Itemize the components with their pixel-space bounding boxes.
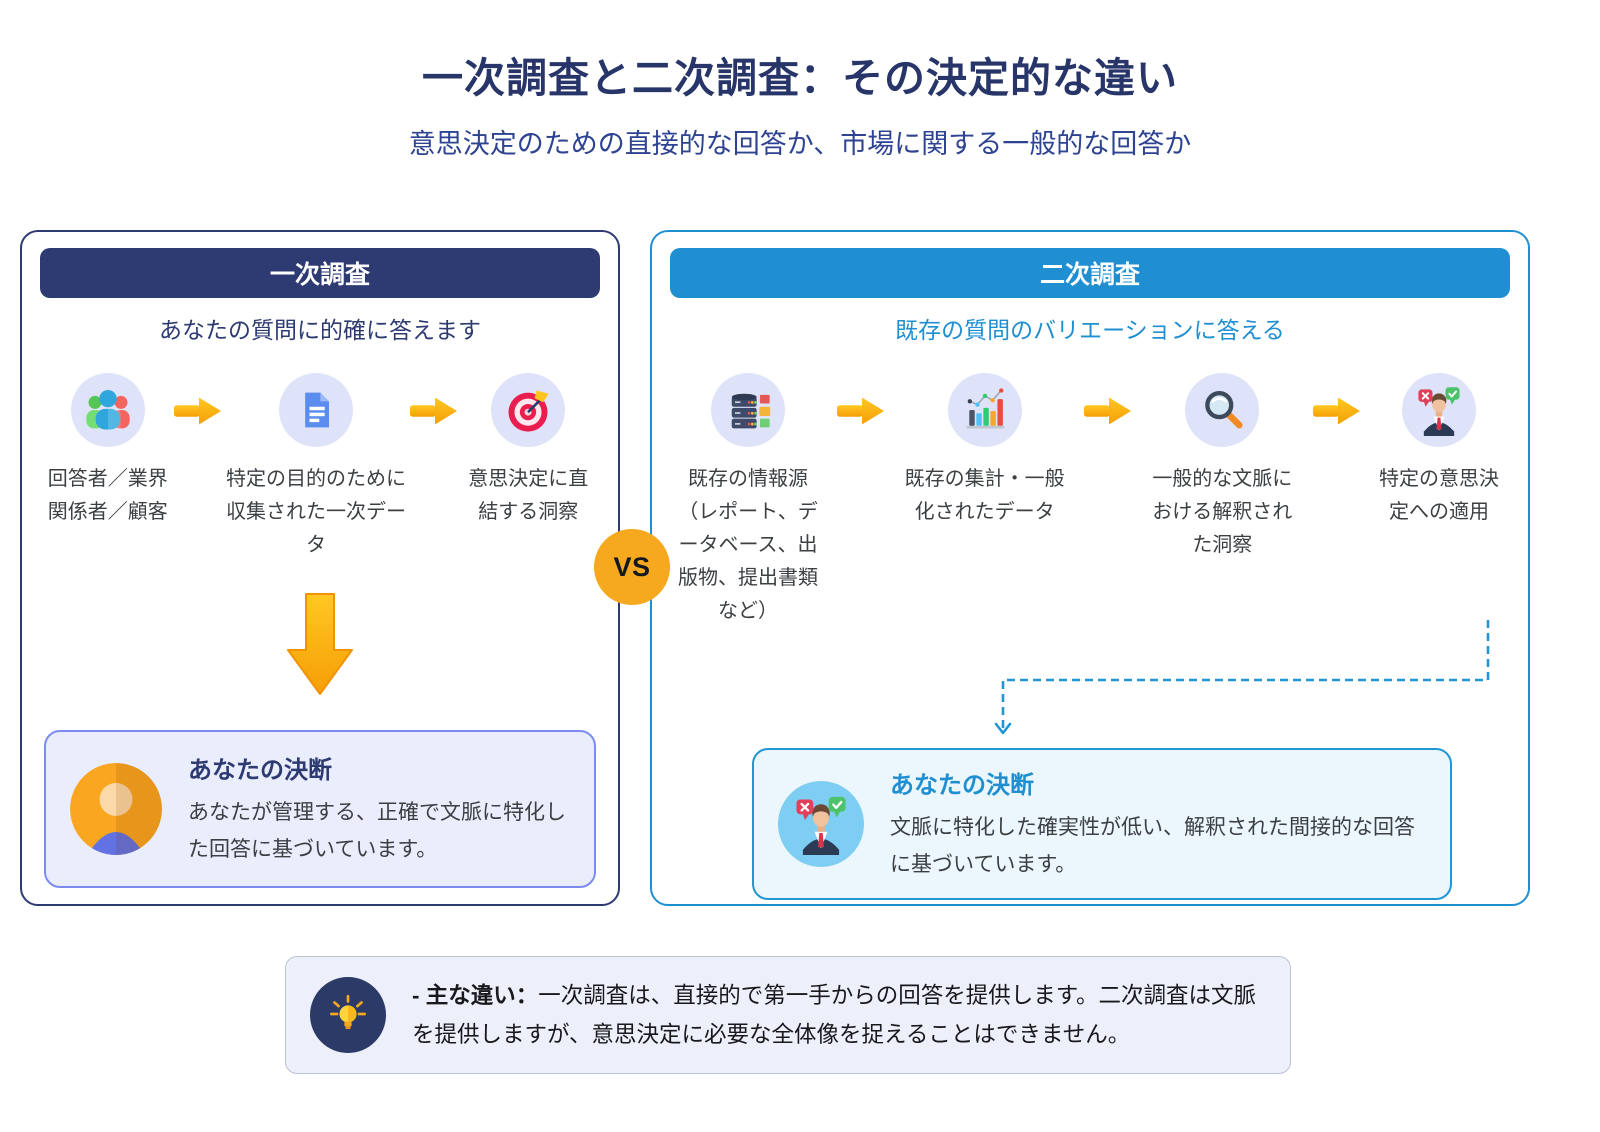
- primary-flow: 回答者／業界関係者／顧客 特定の目的のために収集された一次データ: [42, 373, 598, 562]
- primary-panel-header: 一次調査: [40, 248, 600, 298]
- primary-step-respondents: 回答者／業界関係者／顧客: [42, 373, 173, 529]
- lightbulb-icon: [310, 977, 386, 1053]
- step-label: 特定の目的のために収集された一次データ: [226, 468, 407, 556]
- right-arrow-icon: [1083, 397, 1132, 425]
- step-label: 既存の情報源（レポート、データベース、出版物、提出書類など）: [678, 468, 818, 622]
- database-icon: [711, 373, 785, 447]
- secondary-tagline: 既存の質問のバリエーションに答える: [895, 317, 1285, 343]
- decision-title: あなたの決断: [188, 756, 332, 784]
- bar-chart-icon: [947, 373, 1022, 447]
- primary-research-panel: 一次調査 あなたの質問に的確に答えます 回答者／業界関係者／顧客: [20, 230, 620, 906]
- key-difference-text: - 主な違い：一次調査は、直接的で第一手からの回答を提供します。二次調査は文脈を…: [412, 976, 1256, 1055]
- page-title: 一次調査と二次調査：その決定的な違い: [422, 55, 1178, 101]
- secondary-step-interpreted: 一般的な文脈における解釈された洞察: [1147, 373, 1297, 562]
- magnifier-icon: [1185, 373, 1260, 447]
- secondary-step-aggregated: 既存の集計・一般化されたデータ: [901, 373, 1069, 529]
- secondary-step-sources: 既存の情報源（レポート、データベース、出版物、提出書類など）: [674, 373, 822, 628]
- secondary-decision-box: あなたの決断 文脈に特化した確実性が低い、解釈された間接的な回答に基づいています…: [752, 748, 1452, 900]
- vs-badge: VS: [594, 529, 670, 605]
- key-difference-box: - 主な違い：一次調査は、直接的で第一手からの回答を提供します。二次調査は文脈を…: [285, 956, 1291, 1074]
- right-arrow-icon: [409, 397, 457, 425]
- decision-body: 文脈に特化した確実性が低い、解釈された間接的な回答に基づいています。: [890, 815, 1415, 876]
- right-arrow-icon: [174, 397, 222, 425]
- key-difference-body: 一次調査は、直接的で第一手からの回答を提供します。二次調査は文脈を提供しますが、…: [412, 982, 1257, 1047]
- step-label: 意思決定に直結する洞察: [468, 468, 589, 523]
- right-arrow-icon: [1312, 397, 1360, 425]
- dashed-connector-arrow: [994, 620, 1490, 735]
- primary-step-data: 特定の目的のために収集された一次データ: [223, 373, 408, 562]
- primary-tagline: あなたの質問に的確に答えます: [159, 317, 481, 343]
- primary-step-insight: 意思決定に直結する洞察: [459, 373, 598, 529]
- key-difference-label: - 主な違い：: [412, 982, 539, 1008]
- secondary-research-panel: 二次調査 既存の質問のバリエーションに答える: [650, 230, 1530, 906]
- step-label: 既存の集計・一般化されたデータ: [904, 468, 1065, 523]
- page-subtitle: 意思決定のための直接的な回答か、市場に関する一般的な回答か: [408, 129, 1192, 159]
- step-label: 特定の意思決定への適用: [1378, 468, 1499, 523]
- secondary-panel-header: 二次調査: [670, 248, 1510, 298]
- user-avatar-icon: [70, 763, 162, 855]
- decision-body: あなたが管理する、正確で文脈に特化した回答に基づいています。: [188, 800, 566, 861]
- secondary-step-application: 特定の意思決定への適用: [1376, 373, 1502, 529]
- secondary-flow: 既存の情報源（レポート、データベース、出版物、提出書類など）: [674, 373, 1502, 628]
- down-arrow-icon: [287, 593, 353, 695]
- people-icon: [70, 373, 145, 447]
- target-icon: [491, 373, 566, 447]
- decision-person-icon: [1401, 373, 1476, 447]
- primary-decision-box: あなたの決断 あなたが管理する、正確で文脈に特化した回答に基づいています。: [44, 730, 596, 888]
- step-label: 一般的な文脈における解釈された洞察: [1152, 468, 1293, 556]
- decision-person-icon: [778, 781, 864, 867]
- step-label: 回答者／業界関係者／顧客: [47, 468, 168, 523]
- document-icon: [279, 373, 354, 447]
- decision-title: あなたの決断: [890, 771, 1034, 799]
- right-arrow-icon: [837, 397, 885, 425]
